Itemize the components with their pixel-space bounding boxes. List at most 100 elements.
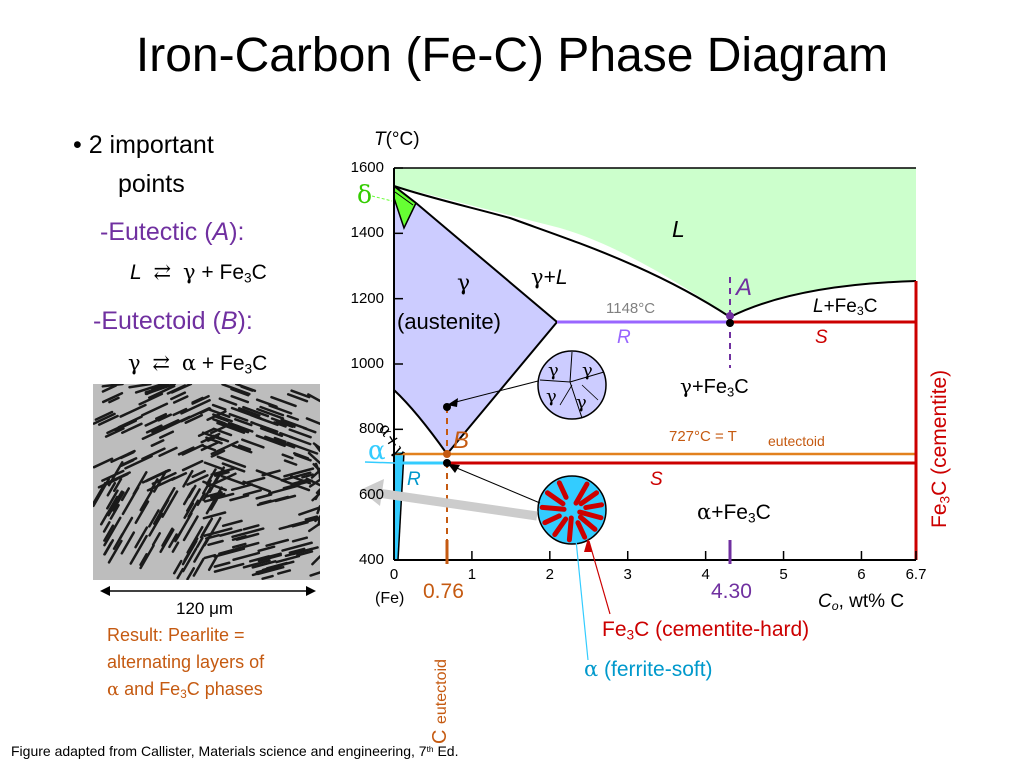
arrowhead-red <box>584 538 592 552</box>
arrow-pearlite-to-micrograph <box>377 488 538 521</box>
micrograph-lamella <box>187 484 197 499</box>
y-tick-label: 600 <box>358 485 384 503</box>
micrograph-lamella <box>120 531 136 555</box>
micrograph-lamella <box>290 478 310 486</box>
micrograph-lamella <box>232 551 261 562</box>
eutectic-S-label: S <box>815 327 828 348</box>
micrograph-lamella <box>283 467 315 478</box>
micrograph-lamella <box>117 415 143 429</box>
delta-boundary <box>393 197 417 230</box>
micrograph-lamella <box>291 536 309 543</box>
composition-076: 0.76 <box>423 580 464 603</box>
micrograph-lamella <box>275 554 301 564</box>
micrograph-lamella <box>203 553 217 560</box>
point-B-label: B <box>453 427 470 454</box>
micrograph-lamella <box>108 490 124 514</box>
austenite-label: (austenite) <box>397 309 501 334</box>
micrograph-lamella <box>141 402 169 417</box>
micrograph-lamella <box>283 459 298 466</box>
micrograph-lamella <box>181 459 204 472</box>
bullet-line-1: • 2 important <box>73 131 214 159</box>
micrograph-lamella <box>166 384 187 395</box>
micrograph-lamella <box>119 403 147 418</box>
L-plus-Fe3C-label: L+Fe3C <box>813 296 878 319</box>
micrograph-lamella <box>148 384 176 400</box>
alpha-plus-Fe3C-label: α+Fe3C <box>697 500 771 526</box>
micrograph-lamella <box>202 511 227 520</box>
micrograph-lamella <box>109 503 120 520</box>
micrograph-lamella <box>228 412 249 422</box>
micrograph-lamella <box>145 424 163 434</box>
micrograph-lamella <box>248 555 271 563</box>
delta-pointer <box>394 191 414 206</box>
micrograph-lamella <box>103 539 115 556</box>
micrograph-lamella <box>103 516 122 547</box>
micrograph-lamella <box>192 557 205 577</box>
micrograph-lamella <box>290 389 311 399</box>
micrograph-lamella <box>200 440 221 452</box>
x-tick-label: 2 <box>545 566 554 583</box>
micrograph-lamella <box>160 499 170 514</box>
arrowhead-1 <box>447 398 458 407</box>
grain-gamma-1: γ <box>548 360 559 381</box>
micrograph-lamella <box>230 406 263 420</box>
micrograph-lamella <box>242 559 271 569</box>
micrograph-lamella <box>138 392 164 406</box>
micrograph-lamella <box>205 533 221 540</box>
micrograph-lamella <box>280 471 312 482</box>
micrograph-lamella <box>281 453 294 460</box>
micrograph-lamella <box>218 397 238 406</box>
micrograph-lamella <box>186 474 209 486</box>
micrograph-lamella <box>151 419 180 434</box>
micrograph-lamella <box>134 526 149 549</box>
micrograph-lamella <box>257 553 282 563</box>
x-axis-title: Co, wt% C <box>818 591 905 614</box>
micrograph-lamella <box>265 538 290 547</box>
micrograph-lamella <box>293 452 310 460</box>
micrograph-lamella <box>151 532 162 546</box>
x-tick-label: 1 <box>467 566 477 583</box>
cementite-lamella <box>544 490 566 507</box>
micrograph-lamella <box>231 527 265 539</box>
micrograph-lamella <box>213 470 230 477</box>
micrograph-lamella <box>286 393 309 403</box>
micrograph-lamella <box>213 547 246 558</box>
micrograph-lamella <box>203 492 235 503</box>
micrograph-lamella <box>296 550 314 557</box>
micrograph-lamella <box>196 536 204 549</box>
cementite-lamella <box>578 490 600 507</box>
gamma-label: γ <box>457 271 471 296</box>
micrograph-lamella <box>314 462 320 476</box>
point-A-label: A <box>736 274 753 301</box>
micrograph-lamella <box>270 417 296 428</box>
liquidus-right <box>729 280 917 318</box>
micrograph-lamella <box>265 561 288 570</box>
micrograph-lamella <box>208 408 231 419</box>
micrograph-lamella <box>268 404 293 415</box>
micrograph-lamella <box>242 524 260 531</box>
reversible-arrow-icon: ⇄ <box>153 260 172 284</box>
micrograph-lamella <box>128 384 152 389</box>
micrograph-lamella <box>111 491 125 512</box>
micrograph-lamella <box>102 521 111 533</box>
micrograph-lamella <box>234 384 257 393</box>
micrograph-lamella <box>202 486 212 502</box>
micrograph-lamella <box>229 494 250 502</box>
cementite-lamella <box>566 515 574 543</box>
micrograph-lamella <box>244 476 266 485</box>
micrograph-lamella <box>255 564 282 574</box>
micrograph-lamella <box>180 407 211 423</box>
eutectoid-reaction: γ ⇄ α + Fe3C <box>128 351 268 377</box>
eutectoid-S-label: S <box>650 469 663 490</box>
micrograph-lamella <box>220 474 246 486</box>
eutectoid-heading: -Eutectoid (B): <box>93 307 253 335</box>
pearlite-circle <box>537 475 607 545</box>
micrograph-lamella <box>104 427 125 438</box>
micrograph-lamella <box>251 567 277 577</box>
micrograph-lamella <box>237 444 252 451</box>
bullet-line-2: points <box>118 170 185 198</box>
micrograph-lamella <box>129 534 148 565</box>
micrograph-lamella <box>203 516 222 547</box>
alpha-pointer <box>364 461 396 464</box>
delta-green-pointer <box>371 195 393 202</box>
